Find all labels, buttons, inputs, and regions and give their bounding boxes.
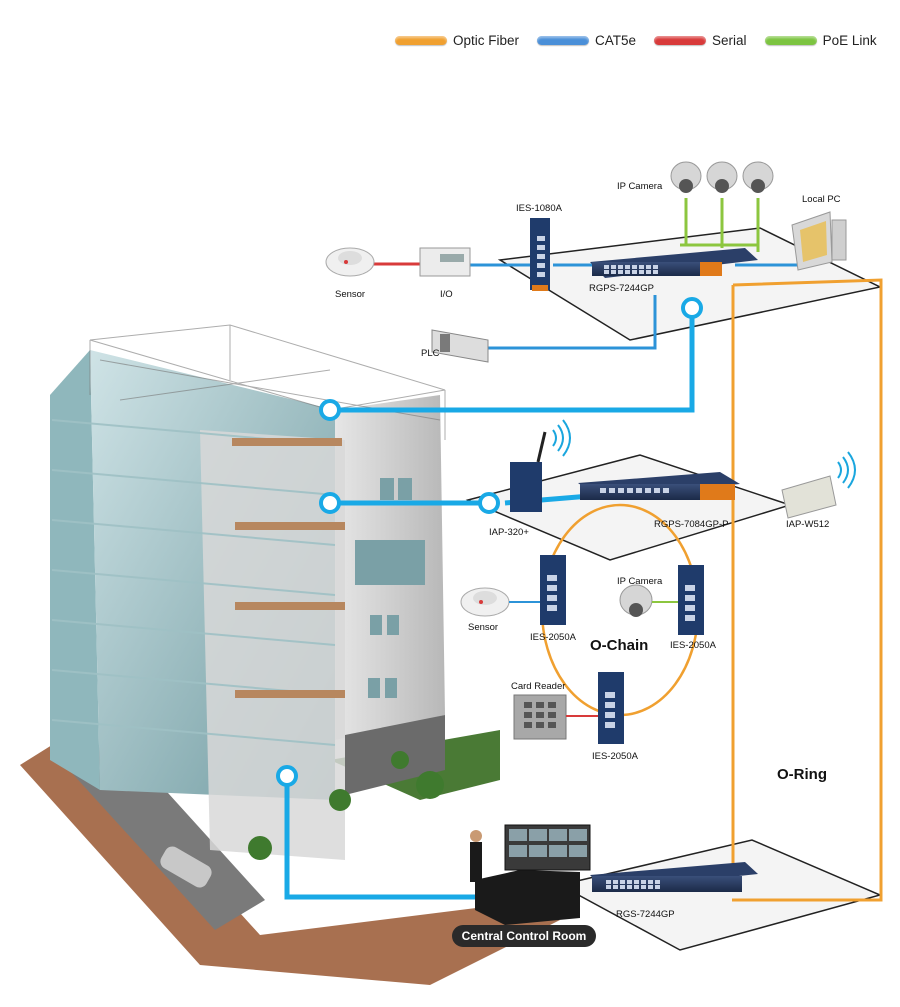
label-sensor-middle: Sensor [468,622,499,633]
ip-camera-middle-icon [619,584,653,617]
ip-camera-top-icons [670,161,774,193]
label-ies1080a: IES-1080A [516,203,562,214]
card-reader-icon [513,694,567,740]
building-illustration [20,324,560,985]
legend-item-poe-link: PoE Link [764,32,877,48]
local-pc-icon [791,211,847,271]
access-point-iapw512 [781,451,856,519]
central-control-room-badge: Central Control Room [452,925,596,947]
label-ip-camera-top: IP Camera [617,181,663,192]
legend-item-cat5e: CAT5e [537,33,636,48]
switch-rgs7244gp [590,862,758,892]
label-o-chain: O-Chain [590,637,649,654]
label-card-reader: Card Reader [511,681,566,692]
legend: Optic Fiber CAT5e Serial PoE Link [395,28,877,52]
label-iapw512: IAP-W512 [786,519,830,530]
poe-links [680,198,760,252]
label-ies2050a-left: IES-2050A [530,632,576,643]
label-rgps7244gp: RGPS-7244GP [589,283,654,294]
legend-label: Serial [712,32,747,48]
label-sensor-top: Sensor [335,289,366,300]
access-point-iap320 [510,419,571,512]
io-module-icon [419,247,471,277]
label-ies2050a-bottom: IES-2050A [592,751,638,762]
label-ies2050a-right: IES-2050A [670,640,716,651]
legend-item-optic-fiber: Optic Fiber [395,33,519,48]
legend-swatch [654,35,707,45]
legend-label: CAT5e [595,32,637,48]
control-room-illustration [470,824,591,925]
cat5e-links [470,263,805,350]
legend-swatch [764,35,817,45]
switch-ies2050a-right [678,565,704,635]
switch-ies2050a-left [540,555,566,625]
legend-item-serial: Serial [654,33,747,48]
label-plc: PLC [421,348,440,359]
legend-swatch [537,35,590,45]
plc-icon [431,329,489,363]
label-rgps7084: RGPS-7084GP-P [654,519,729,530]
legend-swatch [395,35,447,45]
label-ip-camera-middle: IP Camera [617,576,663,587]
label-io: I/O [440,289,453,300]
sensor-middle-icon [460,587,510,617]
optic-fiber-ring [731,278,883,902]
switch-ies1080a [530,218,550,291]
label-rgs7244gp: RGS-7244GP [616,909,675,920]
switch-rgps7244gp [590,248,758,278]
label-local-pc: Local PC [802,194,841,205]
label-iap320: IAP-320+ [489,527,529,538]
switch-ies2050a-bottom [598,672,624,744]
legend-label: Optic Fiber [453,32,520,48]
label-o-ring: O-Ring [777,766,827,783]
switch-rgps7084 [578,472,740,500]
legend-label: PoE Link [822,32,877,48]
sensor-icon [325,247,375,277]
